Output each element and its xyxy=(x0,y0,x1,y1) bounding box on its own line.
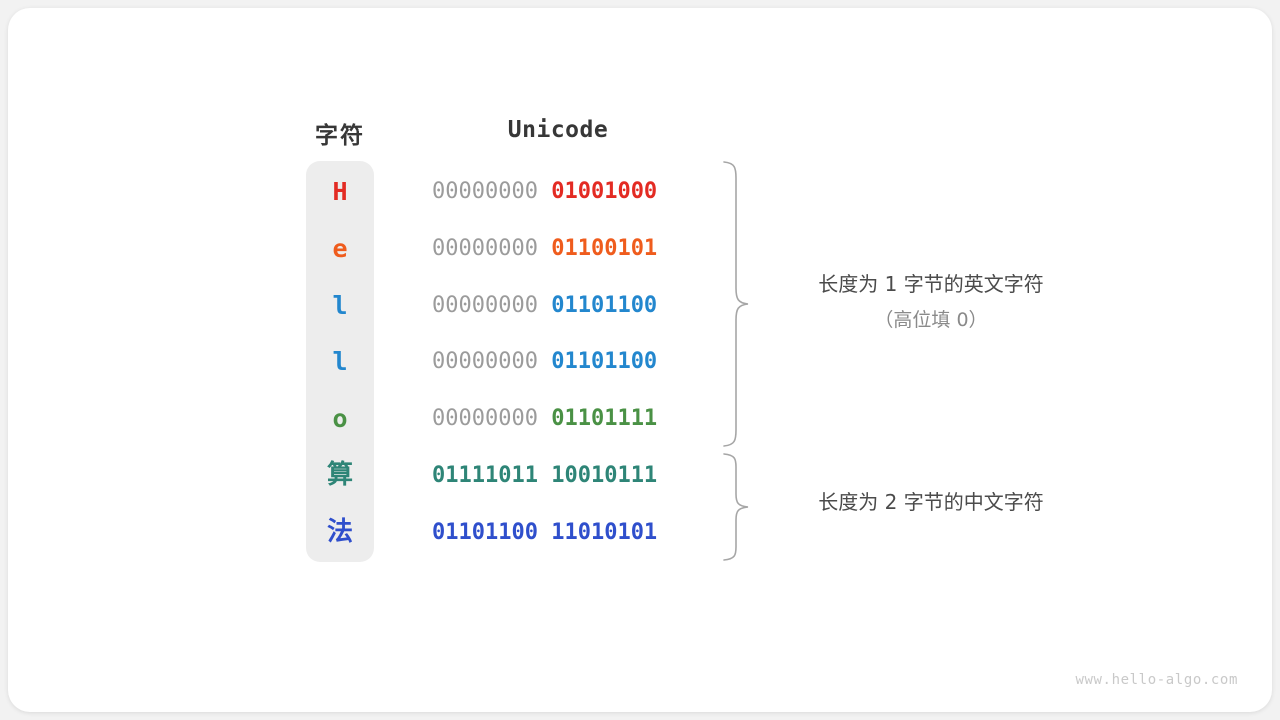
binary-low-byte-4: 01101111 xyxy=(551,406,658,432)
binary-row-5: 01111011 10010111 xyxy=(432,459,684,493)
char-column-header: 字符 xyxy=(315,123,365,149)
binary-low-byte-5: 10010111 xyxy=(551,463,658,488)
binary-low-byte-1: 01100101 xyxy=(551,235,658,261)
char-cell-2: l xyxy=(332,290,348,320)
binary-low-byte-3: 01101100 xyxy=(551,349,658,375)
char-cell-4: o xyxy=(332,404,348,434)
unicode-column-header: Unicode xyxy=(507,117,609,143)
binary-row-0: 00000000 01001000 xyxy=(432,175,684,209)
brace-one-byte xyxy=(723,161,749,447)
binary-byte-separator-6 xyxy=(538,520,551,545)
binary-row-2: 00000000 01101100 xyxy=(432,289,684,323)
white-card xyxy=(8,8,1272,712)
annotation-two-byte: 长度为 2 字节的中文字符 xyxy=(766,484,1096,520)
annotation-two-byte-line1: 长度为 2 字节的中文字符 xyxy=(818,490,1044,514)
watermark-url: www.hello-algo.com xyxy=(1075,672,1238,688)
binary-high-byte-3: 00000000 xyxy=(432,349,538,375)
char-cell-5: 算 xyxy=(326,460,353,490)
binary-low-byte-0: 01001000 xyxy=(551,179,658,204)
binary-high-byte-4: 00000000 xyxy=(432,406,538,432)
char-column-panel xyxy=(306,161,374,562)
binary-high-byte-6: 01101100 xyxy=(432,519,538,545)
binary-row-6: 01101100 11010101 xyxy=(432,516,684,550)
binary-byte-separator-1 xyxy=(538,236,551,261)
annotation-one-byte: 长度为 1 字节的英文字符 （高位填 0） xyxy=(766,266,1096,338)
binary-row-4: 00000000 01101111 xyxy=(432,402,684,436)
binary-row-1: 00000000 01100101 xyxy=(432,232,684,266)
binary-byte-separator-3 xyxy=(538,349,551,374)
brace-two-byte xyxy=(723,453,749,561)
binary-high-byte-2: 00000000 xyxy=(432,292,538,318)
annotation-one-byte-line2: （高位填 0） xyxy=(874,309,988,331)
binary-high-byte-5: 01111011 xyxy=(432,463,538,488)
binary-byte-separator-4 xyxy=(538,406,551,431)
char-cell-1: e xyxy=(332,233,348,263)
binary-byte-separator-5 xyxy=(538,463,551,488)
binary-byte-separator-2 xyxy=(538,293,551,318)
annotation-one-byte-line1: 长度为 1 字节的英文字符 xyxy=(818,272,1044,296)
binary-high-byte-1: 00000000 xyxy=(432,235,538,261)
binary-low-byte-2: 01101100 xyxy=(551,292,658,318)
char-cell-0: H xyxy=(332,177,348,206)
binary-row-3: 00000000 01101100 xyxy=(432,345,684,379)
binary-high-byte-0: 00000000 xyxy=(432,179,538,204)
binary-low-byte-6: 11010101 xyxy=(551,519,658,545)
binary-byte-separator-0 xyxy=(538,179,551,204)
char-cell-3: l xyxy=(332,347,348,377)
char-cell-6: 法 xyxy=(326,516,353,547)
